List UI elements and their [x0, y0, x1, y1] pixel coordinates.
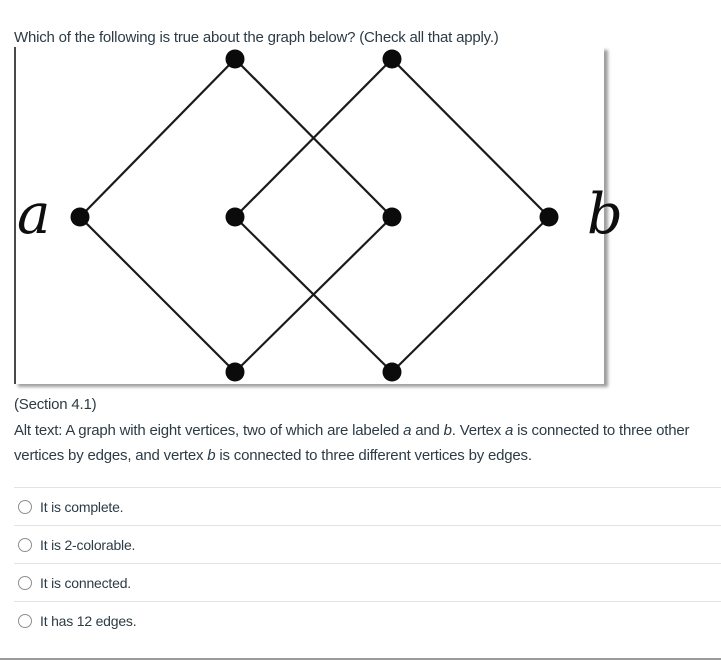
- graph-edge-top-right-mid-left: [234, 58, 393, 218]
- answer-options: It is complete. It is 2-colorable. It is…: [14, 487, 721, 640]
- alt-text-vertex-b: b: [207, 447, 216, 464]
- graph-vertex-mid-right: [382, 207, 402, 227]
- graph-edge-a-bottom-left: [79, 216, 236, 373]
- radio-button-icon[interactable]: [18, 537, 32, 552]
- radio-button-icon[interactable]: [18, 499, 32, 514]
- option-label: It has 12 edges.: [40, 613, 137, 629]
- alt-text-segment: is connected to three different vertices…: [215, 447, 532, 464]
- answer-option-2-colorable[interactable]: It is 2-colorable.: [14, 526, 721, 564]
- alt-text-segment: is connected to three other vertices by …: [14, 422, 690, 464]
- option-label: It is 2-colorable.: [40, 536, 136, 553]
- graph-vertex-mid-left: [225, 207, 245, 227]
- section-reference: (Section 4.1): [14, 396, 97, 413]
- alt-text-segment: . Vertex: [451, 422, 506, 439]
- answer-option-connected[interactable]: It is connected.: [14, 564, 721, 602]
- radio-button-icon[interactable]: [18, 575, 32, 590]
- alt-text-vertex-a: a: [505, 422, 514, 439]
- graph-vertex-bottom-right: [382, 362, 402, 382]
- graph-vertex-top-right: [382, 49, 402, 69]
- answer-option-12-edges[interactable]: It has 12 edges.: [14, 602, 721, 640]
- alt-text-paragraph: Alt text: A graph with eight vertices, t…: [14, 418, 708, 468]
- graph-vertex-a: [70, 207, 90, 227]
- option-label: It is complete.: [40, 498, 124, 515]
- vertex-label-a: a: [17, 182, 50, 247]
- alt-text-segment: and: [411, 422, 444, 439]
- alt-text-vertex-a: a: [403, 422, 412, 439]
- graph-vertex-top-left: [225, 49, 245, 69]
- bottom-divider: [0, 658, 721, 660]
- graph-edge-a-top-left: [79, 58, 236, 218]
- alt-text-vertex-b: b: [443, 422, 452, 439]
- graph-vertex-bottom-left: [225, 362, 245, 382]
- graph-vertex-b: [539, 207, 559, 227]
- graph-edge-bottom-right-b: [391, 216, 550, 373]
- alt-text-segment: Alt text: A graph with eight vertices, t…: [14, 422, 404, 439]
- option-label: It is connected.: [40, 574, 131, 591]
- answer-option-complete[interactable]: It is complete.: [14, 488, 721, 526]
- graph-edge-mid-right-bottom-left: [234, 216, 393, 373]
- vertex-label-b: b: [587, 182, 623, 247]
- radio-button-icon[interactable]: [18, 614, 32, 628]
- question-title: Which of the following is true about the…: [14, 29, 499, 46]
- graph-edge-top-right-b: [391, 58, 550, 218]
